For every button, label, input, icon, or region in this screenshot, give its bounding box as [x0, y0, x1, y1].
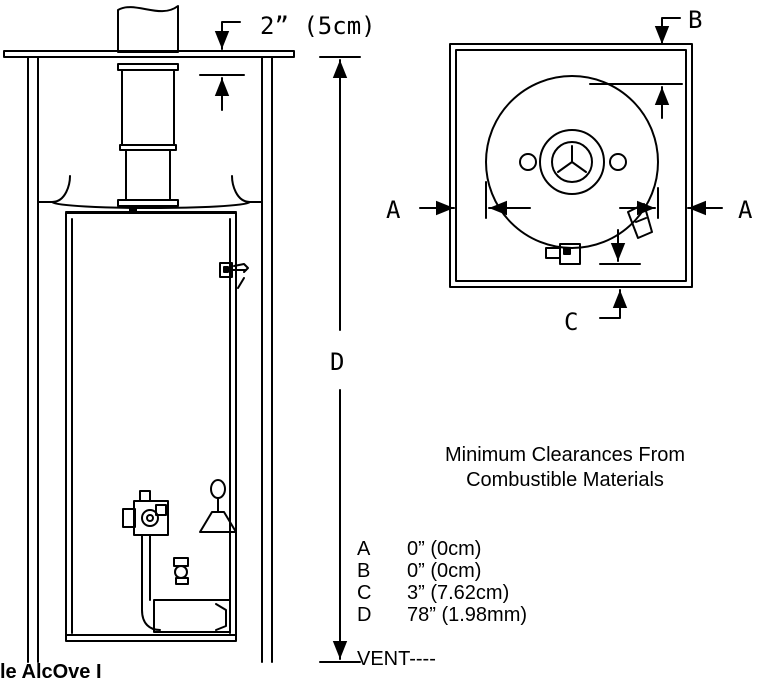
- legend-row-b: B 0” (0cm): [357, 560, 527, 582]
- legend-key: B: [357, 560, 371, 582]
- legend-key: C: [357, 582, 372, 604]
- top-view-gas-control: [545, 243, 581, 265]
- dimension-b-label: B: [688, 6, 702, 34]
- dimension-c-label: C: [564, 308, 578, 336]
- dimension-d-label: D: [330, 348, 344, 376]
- gas-burner-fitting: [199, 479, 237, 533]
- legend-row-a: A 0” (0cm): [357, 538, 527, 560]
- dimension-b: [589, 17, 683, 119]
- legend-row-d: D 78” (1.98mm): [357, 604, 527, 626]
- clearances-heading-line2: Combustible Materials: [466, 469, 664, 491]
- legend-value: 3” (7.62cm): [407, 582, 510, 604]
- top-view-relief-valve: [627, 203, 653, 239]
- alcove-top-view: [449, 43, 693, 288]
- dimension-a-right: [619, 187, 723, 219]
- heater-base: [65, 634, 237, 642]
- vent-note: VENT----: [357, 648, 436, 670]
- legend-row-c: C 3” (7.62cm): [357, 582, 527, 604]
- drain-valve: [173, 557, 189, 585]
- legend-value: 78” (1.98mm): [407, 604, 528, 626]
- footer-caption: le AlcOve I: [0, 661, 102, 683]
- dimension-c: [599, 229, 641, 319]
- vent-clearance-dimension: [199, 21, 245, 111]
- dimension-a-right-label: A: [738, 196, 753, 224]
- legend-key: D: [357, 604, 372, 626]
- clearances-heading: Minimum Clearances From Combustible Mate…: [390, 443, 740, 493]
- dimension-a-left-label: A: [386, 196, 401, 224]
- clearance-legend: A 0” (0cm) B 0” (0cm) C 3” (7.62cm) D 78…: [357, 538, 527, 626]
- alcove-side-view: [3, 5, 295, 663]
- vent-pipe: [117, 5, 179, 213]
- vent-clearance-label: 2” (5cm): [260, 12, 376, 40]
- dimension-a-left: [419, 181, 531, 219]
- dimension-d: [319, 56, 361, 663]
- top-view-inner-wall: [455, 49, 687, 282]
- heater-top-circle: [485, 75, 659, 249]
- draft-hood: [37, 175, 263, 209]
- top-view-outer-wall: [449, 43, 693, 288]
- legend-value: 0” (0cm): [407, 538, 482, 560]
- gas-control-valve: [122, 490, 169, 631]
- legend-key: A: [357, 538, 371, 560]
- legend-value: 0” (0cm): [407, 560, 482, 582]
- burner-access-door: [153, 599, 231, 633]
- clearances-heading-line1: Minimum Clearances From: [444, 444, 686, 466]
- relief-valve: [219, 262, 249, 289]
